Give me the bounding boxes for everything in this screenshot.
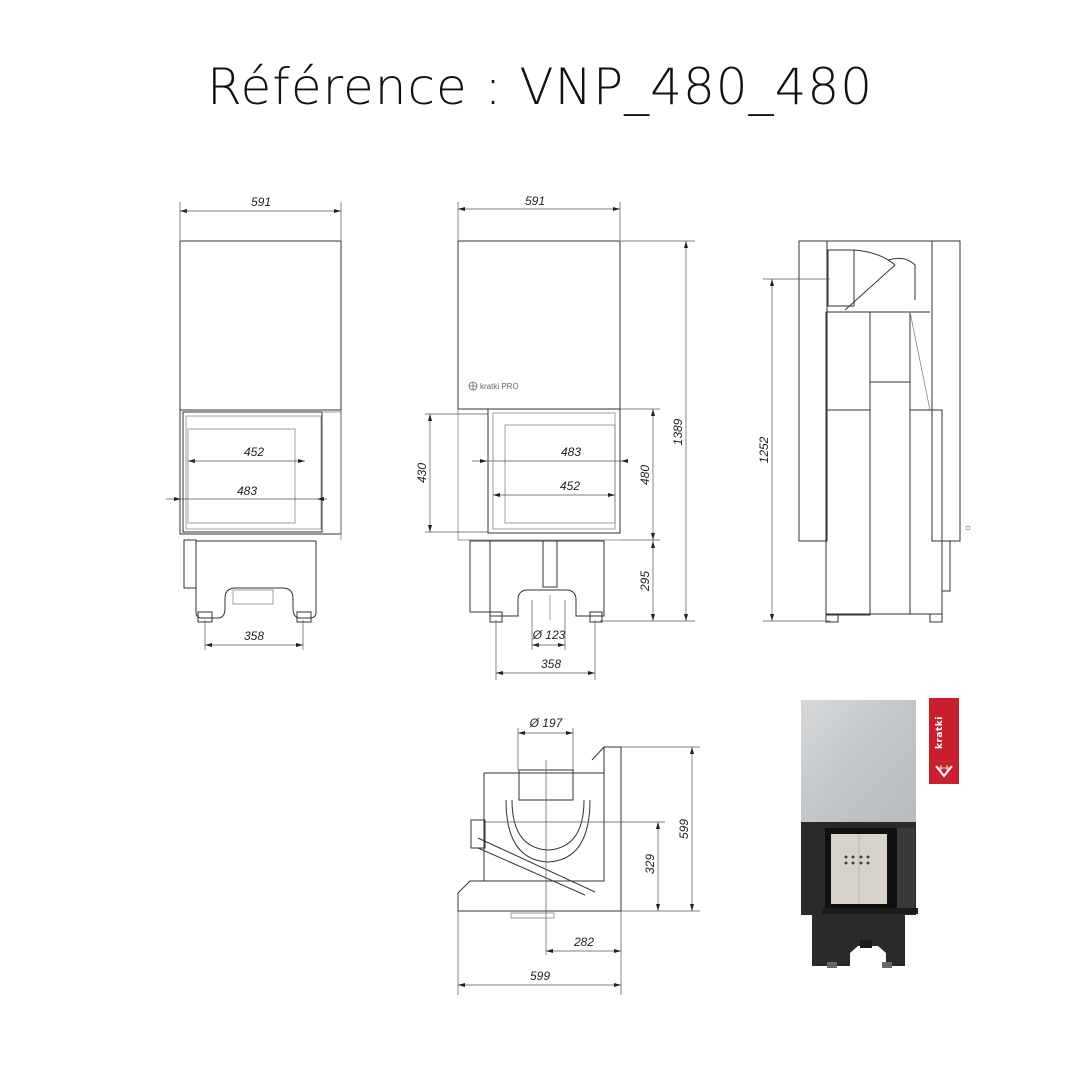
front-view-left: 591 452 483 358 xyxy=(166,195,342,650)
dim-width-top: 591 xyxy=(251,195,271,209)
kratki-logo: kratki PRO xyxy=(468,381,519,391)
dim-flue-axis-depth: 329 xyxy=(643,854,657,874)
dim-height-to-flue: 1252 xyxy=(757,436,771,463)
dim-flue-diameter: Ø 123 xyxy=(532,628,566,642)
product-photo xyxy=(801,700,918,968)
dim-width: 599 xyxy=(530,969,550,983)
brand-badge-text: kratki xyxy=(935,716,945,750)
dim-glass-inner: 452 xyxy=(560,479,580,493)
side-view: 1252 xyxy=(757,240,971,623)
dim-flue-diameter: Ø 197 xyxy=(529,716,564,730)
dim-feet-spacing: 358 xyxy=(244,629,264,643)
dim-feet-spacing: 358 xyxy=(541,657,561,671)
page-title: Référence : VNP_480_480 xyxy=(206,58,874,116)
logo-text: kratki PRO xyxy=(480,382,519,391)
dim-door-height: 480 xyxy=(638,465,652,485)
dim-depth: 599 xyxy=(677,819,691,839)
dim-base-height: 295 xyxy=(638,571,652,592)
dim-total-height: 1389 xyxy=(671,418,685,445)
dim-width-top: 591 xyxy=(525,194,545,208)
dim-glass-inner: 452 xyxy=(244,445,264,459)
brand-badge xyxy=(929,698,959,784)
top-view: Ø 197 599 329 282 xyxy=(457,716,700,995)
kratki-chevron-icon xyxy=(935,765,953,778)
dim-glass-outer: 483 xyxy=(237,484,257,498)
dim-opening-height: 430 xyxy=(415,463,429,483)
dim-glass-outer: 483 xyxy=(561,445,581,459)
front-view-right: 591 kratki PRO 430 483 452 xyxy=(415,194,695,680)
dim-flue-axis-offset: 282 xyxy=(573,935,594,949)
